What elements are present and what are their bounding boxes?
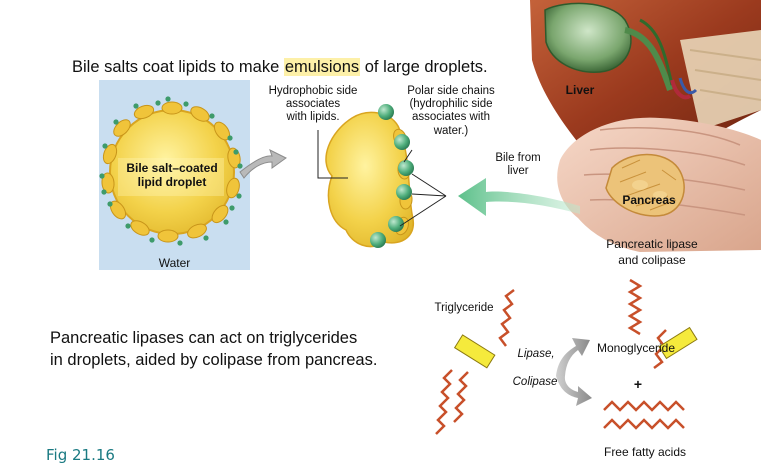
title-highlight-emulsions: emulsions bbox=[283, 58, 361, 76]
lipase-source-line2: and colipase bbox=[618, 252, 686, 267]
hydrophobic-line3: with lipids. bbox=[286, 111, 340, 124]
description-line1: Pancreatic lipases can act on triglyceri… bbox=[50, 329, 358, 347]
plus-sign: + bbox=[633, 376, 643, 392]
bile-flow-arrow bbox=[458, 178, 580, 216]
bile-from-liver-label: Bile from liver bbox=[488, 152, 548, 178]
organ-illustration bbox=[530, 0, 761, 252]
title: Bile salts coat lipids to make emulsions… bbox=[72, 58, 488, 77]
colipase-enzyme-label: Colipase bbox=[512, 376, 558, 388]
pancreatic-lipase-label: Pancreatic lipase and colipase bbox=[592, 237, 712, 268]
description: Pancreatic lipases can act on triglyceri… bbox=[50, 327, 430, 372]
magnified-lipid-surface bbox=[325, 104, 415, 248]
description-line2: in droplets, aided by colipase from panc… bbox=[50, 351, 378, 370]
polar-label: Polar side chains (hydrophilic side asso… bbox=[392, 85, 510, 138]
polar-line4: water.) bbox=[433, 124, 469, 137]
free-fatty-acids bbox=[603, 400, 685, 430]
bile-from-line2: liver bbox=[507, 165, 529, 178]
droplet-label: Bile salt–coated lipid droplet bbox=[118, 161, 226, 190]
polar-line2: (hydrophilic side bbox=[409, 98, 493, 111]
monoglyceride-label: Monoglyceride bbox=[596, 341, 676, 355]
hydrophobic-label: Hydrophobic side associates with lipids. bbox=[254, 85, 372, 125]
zoom-arrow bbox=[239, 149, 287, 179]
bile-from-line1: Bile from bbox=[495, 152, 541, 164]
triglyceride-molecule bbox=[435, 289, 515, 435]
coated-lipid-droplet bbox=[99, 96, 243, 246]
droplet-label-line1: Bile salt–coated bbox=[126, 161, 218, 175]
liver-label: Liver bbox=[565, 83, 595, 97]
lipase-enzyme-label: Lipase, bbox=[517, 348, 555, 360]
figure-label: Fig 21.16 bbox=[46, 446, 115, 464]
hydrophobic-line2: associates bbox=[285, 98, 341, 111]
triglyceride-label: Triglyceride bbox=[434, 302, 494, 314]
polar-line3: associates with bbox=[412, 111, 490, 124]
reaction-arrow bbox=[556, 338, 592, 406]
pancreas-label: Pancreas bbox=[622, 193, 676, 207]
lipase-chain bbox=[627, 278, 643, 336]
free-fatty-acids-label: Free fatty acids bbox=[603, 445, 687, 459]
polar-line1: Polar side chains bbox=[407, 85, 495, 97]
leader-lines bbox=[317, 130, 447, 227]
lipase-source-line1: Pancreatic lipase bbox=[606, 237, 698, 251]
title-before: Bile salts coat lipids to make bbox=[72, 58, 284, 76]
title-after: of large droplets. bbox=[360, 58, 488, 76]
water-label: Water bbox=[158, 256, 191, 270]
droplet-label-line2: lipid droplet bbox=[137, 174, 207, 189]
monoglyceride-molecule bbox=[653, 326, 698, 369]
hydrophobic-line1: Hydrophobic side bbox=[268, 85, 358, 97]
